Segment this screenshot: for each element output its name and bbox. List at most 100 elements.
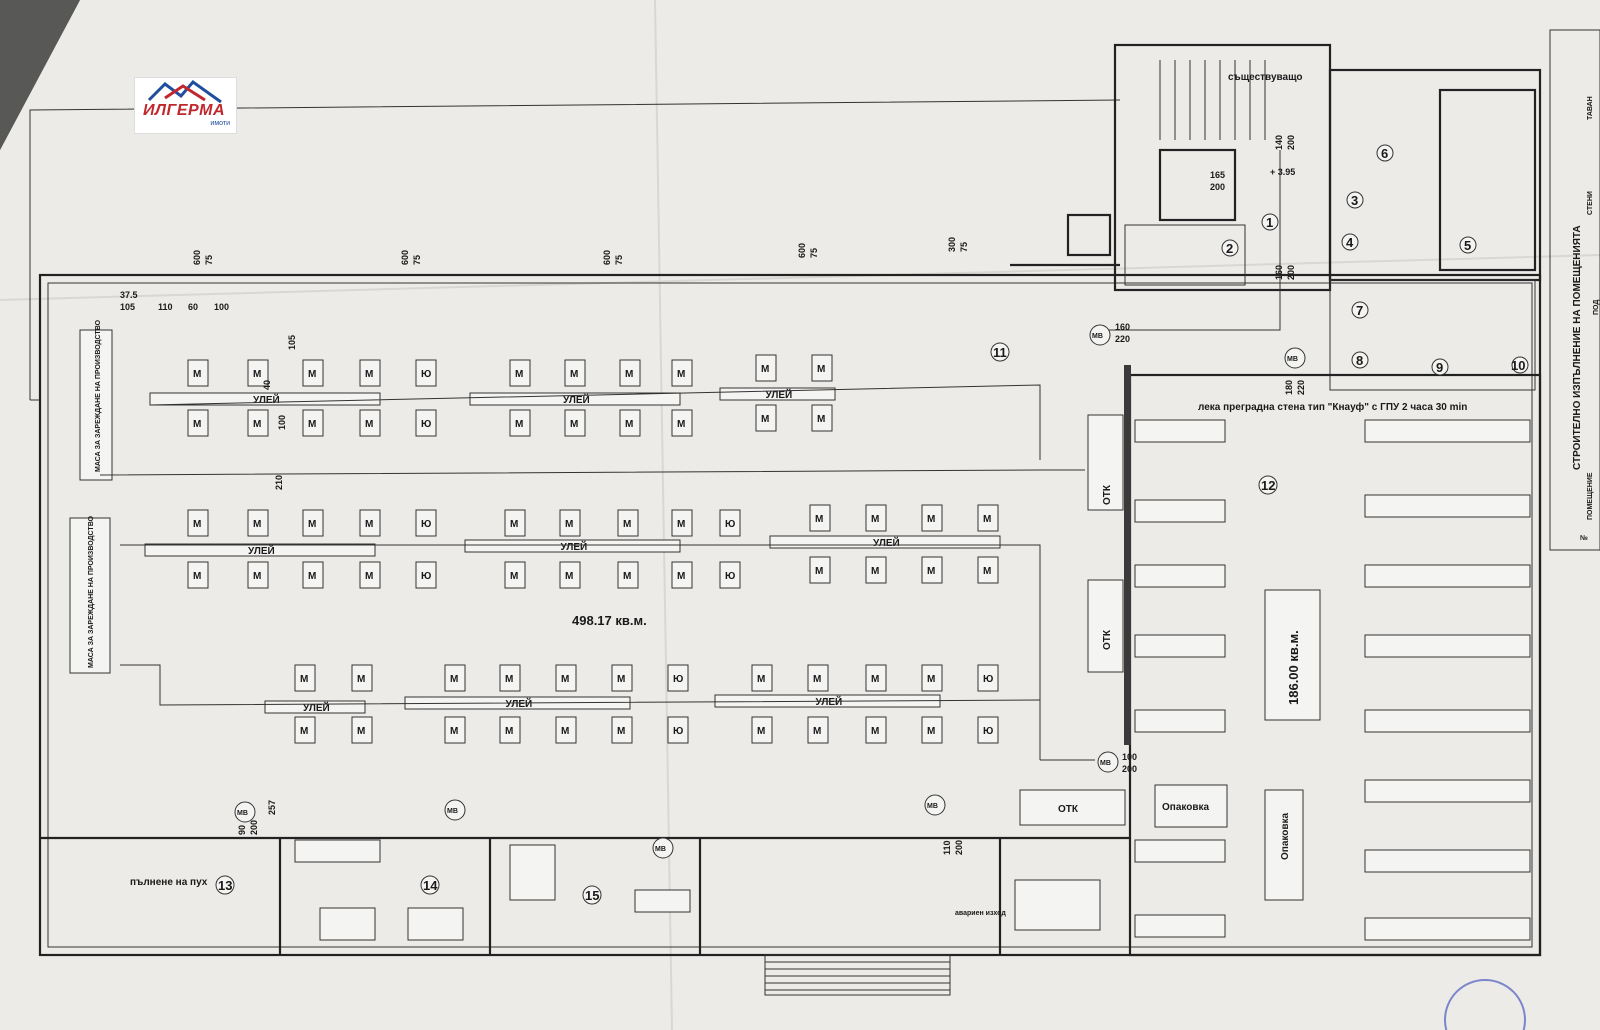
svg-text:140: 140 bbox=[1274, 135, 1284, 150]
machine-r0-extra-top-0-label: М bbox=[761, 364, 769, 375]
machine-r2-top-2-label: М bbox=[450, 674, 458, 685]
machine-r1-bot-5-label: М bbox=[510, 571, 518, 582]
machine-r2-top-0 bbox=[294, 664, 316, 692]
machine-r0-extra-bot-0-label: М bbox=[761, 414, 769, 425]
machine-r1-top-4-label: Ю bbox=[421, 519, 431, 530]
svg-text:2: 2 bbox=[1226, 241, 1233, 256]
machine-r2-bot-6 bbox=[667, 716, 689, 744]
machine-r1-extra-bot-3-label: М bbox=[983, 566, 991, 577]
svg-text:160: 160 bbox=[1274, 265, 1284, 280]
svg-text:5: 5 bbox=[1464, 238, 1471, 253]
machine-r1-extra-top-0 bbox=[809, 504, 831, 532]
svg-text:105: 105 bbox=[120, 302, 135, 312]
elevation-label: + 3.95 bbox=[1270, 167, 1295, 177]
machine-r1-bot-6 bbox=[559, 561, 581, 589]
svg-text:МВ: МВ bbox=[447, 808, 458, 815]
svg-text:105: 105 bbox=[287, 335, 297, 350]
svg-text:75: 75 bbox=[959, 242, 969, 252]
svg-text:600: 600 bbox=[192, 250, 202, 265]
bottom-box-4 bbox=[509, 844, 556, 901]
machine-r0-bot-5 bbox=[509, 409, 531, 437]
machine-r1-bot-3-label: М bbox=[365, 571, 373, 582]
machine-r0-extra-bot-0 bbox=[755, 404, 777, 432]
packing-box-1 bbox=[1154, 784, 1228, 828]
packing-box-2 bbox=[1264, 789, 1304, 901]
machine-r1-top-3 bbox=[359, 509, 381, 537]
street-r1-b-label: УЛЕЙ bbox=[561, 540, 588, 553]
table-charge-2-box bbox=[69, 517, 111, 674]
machine-r1-top-6 bbox=[559, 509, 581, 537]
machine-r2-bot-0 bbox=[294, 716, 316, 744]
shaft-small bbox=[1066, 213, 1112, 257]
machine-r0-bot-1 bbox=[247, 409, 269, 437]
machine-r1-extra-bot-1-label: М bbox=[871, 566, 879, 577]
svg-text:220: 220 bbox=[1296, 380, 1306, 395]
machine-r0-bot-7-label: М bbox=[625, 419, 633, 430]
machine-r2-bot-0-label: М bbox=[300, 726, 308, 737]
machine-r1-top-8 bbox=[671, 509, 693, 537]
house-icon bbox=[147, 79, 222, 104]
table-charge-1-box bbox=[79, 329, 113, 481]
machine-r0-top-8-label: М bbox=[677, 369, 685, 380]
bottom-box-6 bbox=[1014, 879, 1101, 931]
svg-text:160: 160 bbox=[1115, 322, 1130, 332]
svg-text:200: 200 bbox=[1210, 182, 1225, 192]
svg-text:75: 75 bbox=[809, 248, 819, 258]
otk-label-2: ОТК bbox=[1102, 629, 1113, 650]
svg-text:100: 100 bbox=[214, 302, 229, 312]
svg-text:257: 257 bbox=[267, 800, 277, 815]
machine-r2-top-9 bbox=[865, 664, 887, 692]
machine-r0-extra-bot-1 bbox=[811, 404, 833, 432]
svg-text:4: 4 bbox=[1346, 235, 1354, 250]
machine-r2-bot-6-label: Ю bbox=[673, 726, 683, 737]
machine-r0-top-5 bbox=[509, 359, 531, 387]
svg-text:6: 6 bbox=[1381, 146, 1388, 161]
svg-text:МВ: МВ bbox=[1100, 760, 1111, 767]
machine-r0-top-0 bbox=[187, 359, 209, 387]
svg-text:200: 200 bbox=[954, 840, 964, 855]
machine-r0-top-6-label: М bbox=[570, 369, 578, 380]
partition-wall bbox=[1124, 365, 1131, 745]
machine-r1-bot-9 bbox=[719, 561, 741, 589]
svg-text:110: 110 bbox=[158, 302, 173, 312]
machine-r2-bot-11 bbox=[977, 716, 999, 744]
machine-r1-top-2 bbox=[302, 509, 324, 537]
area-main: 498.17 кв.м. bbox=[572, 613, 647, 628]
wc-block bbox=[1124, 224, 1246, 286]
machine-r0-bot-0 bbox=[187, 409, 209, 437]
svg-text:60: 60 bbox=[188, 302, 198, 312]
machine-r1-bot-4-label: Ю bbox=[421, 571, 431, 582]
street-r0-b-label: УЛЕЙ bbox=[563, 393, 590, 406]
machine-r1-bot-1-label: М bbox=[253, 571, 261, 582]
packing-label-2: Опаковка bbox=[1280, 812, 1291, 860]
machine-r1-bot-4 bbox=[415, 561, 437, 589]
svg-text:600: 600 bbox=[797, 243, 807, 258]
svg-text:13: 13 bbox=[218, 878, 232, 893]
machine-r1-extra-bot-1 bbox=[865, 556, 887, 584]
logo-text: ИЛГЕРМА bbox=[143, 102, 226, 119]
table-head-walls: СТЕНИ bbox=[1587, 191, 1594, 215]
title-block bbox=[1549, 29, 1600, 551]
mv-markers: МВ МВ МВ МВ МВ МВ МВ bbox=[234, 324, 1306, 859]
machine-r2-bot-1-label: М bbox=[357, 726, 365, 737]
roof-line bbox=[29, 99, 1121, 400]
machine-r0-bot-3 bbox=[359, 409, 381, 437]
svg-text:МВ: МВ bbox=[655, 846, 666, 853]
svg-text:75: 75 bbox=[614, 255, 624, 265]
partition-label: лека преградна стена тип "Кнауф" с ГПУ 2… bbox=[1198, 401, 1467, 413]
svg-text:75: 75 bbox=[412, 255, 422, 265]
machine-r0-extra-top-1-label: М bbox=[817, 364, 825, 375]
street-r1-a-label: УЛЕЙ bbox=[248, 544, 275, 557]
street-r2-b-label: УЛЕЙ bbox=[506, 697, 533, 710]
machine-r1-top-0-label: М bbox=[193, 519, 201, 530]
dims-top: 600 75 600 75 600 75 600 75 300 75 bbox=[192, 237, 969, 265]
machine-r1-bot-0 bbox=[187, 561, 209, 589]
svg-text:100: 100 bbox=[277, 415, 287, 430]
machine-r2-bot-3-label: М bbox=[505, 726, 513, 737]
machine-r1-bot-7-label: М bbox=[623, 571, 631, 582]
stair-steps bbox=[1159, 60, 1266, 140]
machine-r2-top-11-label: Ю bbox=[983, 674, 993, 685]
machine-r1-bot-6-label: М bbox=[565, 571, 573, 582]
